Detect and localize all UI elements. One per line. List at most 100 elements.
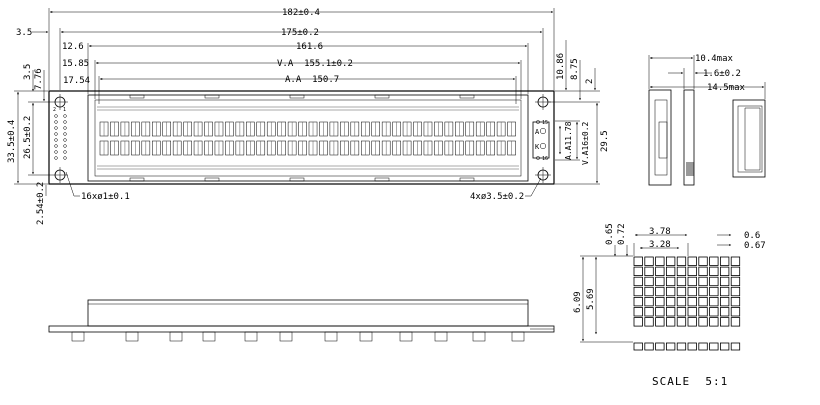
matrix-dot (676, 276, 687, 287)
matrix-dot (698, 286, 708, 297)
matrix-dot (730, 276, 741, 287)
pin-label-1: 1 (63, 107, 66, 113)
pin-hole (54, 120, 58, 124)
bezel-tab (289, 94, 305, 99)
edge-pcb (48, 325, 555, 333)
bezel-inner (94, 99, 522, 177)
mounting-holes (52, 94, 551, 183)
matrix-dot (687, 256, 697, 266)
front-view: 2 1 15 16 A K 182±0.4 175±0.2 3.5 (7, 8, 610, 225)
dot-matrix-detail: 3.78 3.28 0.65 0.72 0.6 0.67 6.09 5.69 S… (573, 223, 766, 388)
dim-left-15-85: 15.85 (62, 59, 89, 69)
edge-component (279, 331, 293, 342)
dim-top-7-76: 7.76 (34, 68, 44, 90)
dim-top-3-5: 3.5 (23, 64, 33, 80)
matrix-dot (633, 307, 643, 317)
matrix-dot (644, 307, 654, 317)
dim-dot-area-height: 5.69 (586, 288, 596, 310)
matrix-dot (676, 266, 687, 277)
dim-height-26-5: 26.5±0.2 (23, 116, 33, 159)
dim-hole-pitch: 175±0.2 (281, 28, 319, 38)
pin-hole (63, 156, 67, 160)
pin-label-16: 16 (542, 156, 548, 162)
dot-char-right (687, 256, 741, 351)
led-a-label: A (535, 128, 540, 136)
dim-height-33-5: 33.5±0.4 (7, 120, 17, 163)
matrix-dot (655, 256, 665, 266)
dim-va-height: V.A16±0.2 (581, 121, 590, 165)
matrix-dot (655, 276, 665, 287)
pin-hole (63, 126, 67, 130)
dim-total-thickness: 10.4max (695, 54, 734, 64)
side-view: 10.4max 1.6±0.2 14.5max (648, 54, 766, 186)
matrix-dot (676, 296, 687, 307)
dim-char-width: 3.78 (649, 227, 671, 237)
bezel-tab (204, 177, 220, 182)
bezel-tab (289, 177, 305, 182)
cursor-dot (698, 342, 708, 351)
pin-hole (54, 144, 58, 148)
dim-dot-area-width: 3.28 (649, 240, 671, 250)
bezel-tabs (129, 94, 475, 182)
led-connector: 15 16 A K (532, 120, 550, 162)
matrix-dot (633, 276, 643, 287)
matrix-dot (666, 276, 676, 287)
side-bezel (683, 89, 695, 186)
dim-pin-holes: 16xø1±0.1 (81, 192, 130, 202)
matrix-dot (687, 276, 697, 287)
dim-left-17-54: 17.54 (63, 76, 90, 86)
dim-pin-pitch: 2.54±0.2 (36, 182, 46, 225)
cursor-dot (666, 342, 676, 351)
matrix-dot (655, 317, 665, 327)
pin-hole (63, 120, 67, 124)
matrix-dot (698, 266, 708, 277)
matrix-dot (633, 286, 643, 297)
character-grid (99, 121, 516, 156)
matrix-dot (644, 256, 654, 266)
matrix-dot (730, 296, 741, 307)
dim-161-6: 161.6 (296, 42, 323, 52)
pin-hole (63, 132, 67, 136)
bezel-tab (459, 94, 475, 99)
matrix-dot (730, 286, 741, 297)
edge-bezel (87, 299, 529, 327)
matrix-dot (730, 266, 741, 277)
matrix-dot (720, 266, 730, 277)
pin-label-15: 15 (542, 120, 548, 126)
matrix-dot (666, 307, 676, 317)
matrix-dot (687, 307, 697, 317)
matrix-dot (709, 286, 719, 297)
pin-hole (63, 138, 67, 142)
pin-hole (63, 150, 67, 154)
edge-component (399, 331, 413, 342)
edge-component (324, 331, 338, 342)
pin-hole (54, 126, 58, 130)
edge-component (359, 331, 373, 342)
matrix-dot (676, 256, 687, 266)
matrix-dot (720, 286, 730, 297)
bezel-tab (129, 177, 145, 182)
dim-right-8-75: 8.75 (570, 58, 580, 80)
dim-va-width: V.A 155.1±0.2 (277, 59, 353, 69)
edge-component (511, 331, 525, 342)
pin-hole (54, 138, 58, 142)
edge-component (71, 331, 85, 342)
matrix-dot (709, 276, 719, 287)
bezel-tab (374, 94, 390, 99)
matrix-dot (633, 266, 643, 277)
bezel-outer (87, 94, 529, 182)
edge-components (71, 328, 554, 342)
pin-label-2: 2 (53, 107, 56, 113)
matrix-dot (633, 256, 643, 266)
matrix-dot (666, 296, 676, 307)
matrix-dot (709, 256, 719, 266)
dim-dot-size-v: 0.67 (744, 241, 766, 251)
matrix-dot (655, 307, 665, 317)
matrix-dot (644, 317, 654, 327)
matrix-dot (698, 317, 708, 327)
matrix-dot (655, 286, 665, 297)
pin-hole (54, 114, 58, 118)
matrix-dot (655, 296, 665, 307)
edge-component (169, 331, 183, 342)
pin-hole (54, 132, 58, 136)
